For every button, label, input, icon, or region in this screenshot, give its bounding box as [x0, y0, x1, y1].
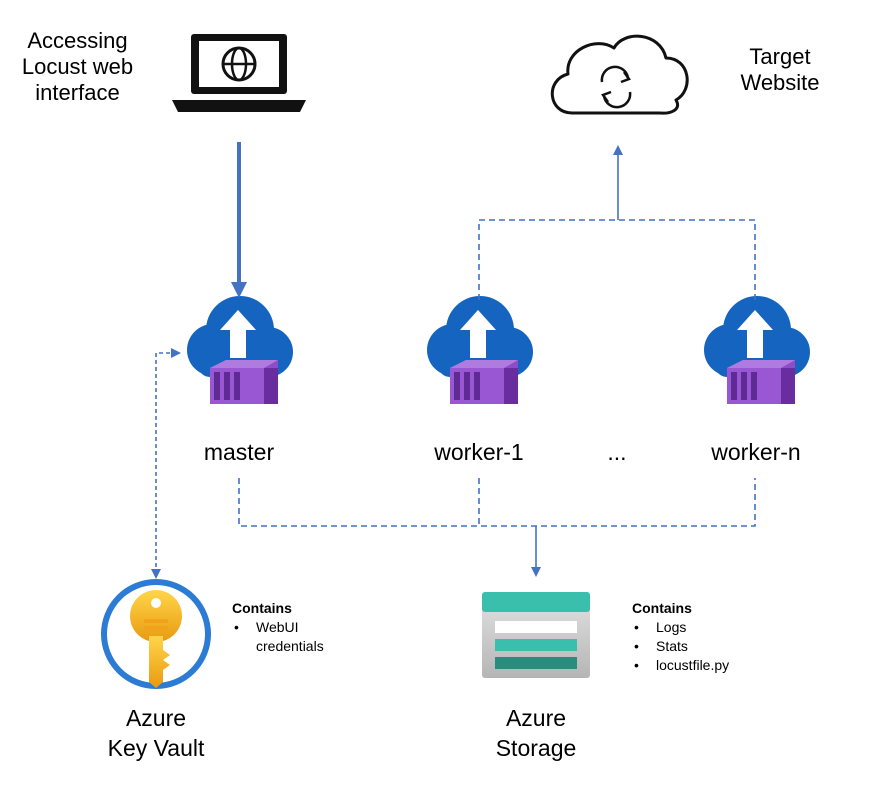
- container-app-icon: [704, 296, 810, 404]
- key-vault-contents: Contains WebUI credentials: [232, 599, 362, 656]
- nodes-to-storage-connector: [238, 478, 756, 527]
- connectors: [151, 142, 756, 579]
- worker-1-label: worker-1: [434, 439, 524, 465]
- workers-to-target-connector: [478, 219, 756, 300]
- storage-account-icon: [482, 592, 590, 678]
- storage-label: Azure Storage: [495, 705, 577, 761]
- list-item: Stats: [632, 637, 772, 656]
- key-vault-contents-heading: Contains: [232, 600, 292, 616]
- storage-contents: Contains Logs Stats locustfile.py: [632, 599, 772, 675]
- worker-n-label: worker-n: [711, 439, 801, 465]
- master-keyvault-connector: [151, 348, 181, 579]
- client-label: Accessing Locust web interface: [21, 28, 134, 105]
- target-website-label: Target Website: [740, 44, 820, 95]
- ellipsis-label: ...: [607, 439, 627, 465]
- list-item: Logs: [632, 618, 772, 637]
- cloud-sync-icon: [550, 34, 689, 115]
- storage-contents-list: Logs Stats locustfile.py: [632, 618, 772, 675]
- list-item: locustfile.py: [632, 656, 772, 675]
- key-vault-contents-list: WebUI credentials: [232, 618, 362, 656]
- key-vault-icon: [101, 579, 211, 689]
- laptop-globe-icon: [172, 34, 306, 112]
- storage-contents-heading: Contains: [632, 600, 692, 616]
- container-app-icon: [427, 296, 533, 404]
- list-item: WebUI credentials: [232, 618, 351, 656]
- container-app-icon: [187, 296, 293, 404]
- key-vault-label: Azure Key Vault: [107, 705, 205, 761]
- master-label: master: [203, 439, 275, 465]
